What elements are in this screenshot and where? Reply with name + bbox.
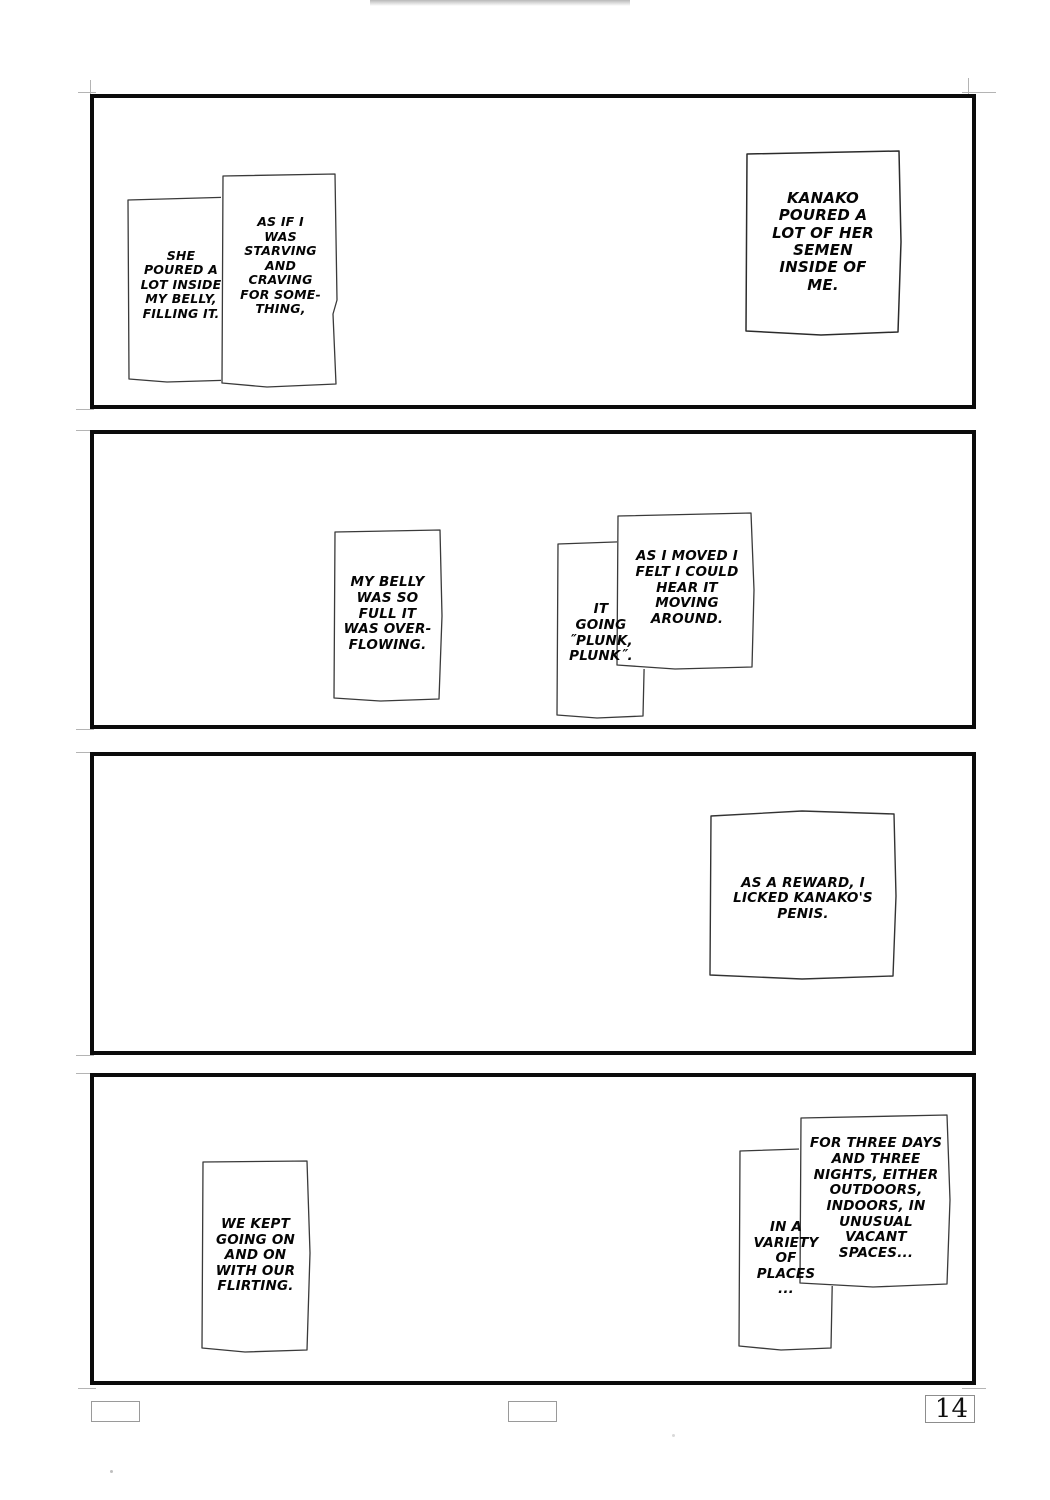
- caption-box-2c: AS I MOVED I FELT I COULD HEAR IT MOVING…: [617, 514, 753, 669]
- registration-box-left: [91, 1401, 140, 1422]
- caption-text-4c: FOR THREE DAYS AND THREE NIGHTS, EITHER …: [809, 1135, 943, 1261]
- caption-text-2a: MY BELLY WAS SO FULL IT WAS OVER- FLOWIN…: [343, 574, 432, 653]
- caption-text-2b: IT GOING ˝PLUNK, PLUNK˝.: [569, 601, 633, 665]
- caption-text-2c: AS I MOVED I FELT I COULD HEAR IT MOVING…: [635, 548, 739, 627]
- crop-tick: [76, 409, 94, 410]
- caption-text-1a: SHE POURED A LOT INSIDE MY BELLY, FILLIN…: [140, 247, 222, 321]
- caption-text-4a: WE KEPT GOING ON AND ON WITH OUR FLIRTIN…: [215, 1215, 296, 1295]
- registration-box-center: [508, 1401, 557, 1422]
- scan-speck: [110, 1470, 113, 1473]
- panel-3: AS A REWARD, I LICKED KANAKO'S PENIS.: [90, 752, 976, 1055]
- crop-tick: [78, 92, 96, 93]
- crop-tick: [962, 1388, 986, 1389]
- caption-text-1b: AS IF I WAS STARVING AND CRAVING FOR SOM…: [240, 214, 321, 317]
- caption-box-2a: MY BELLY WAS SO FULL IT WAS OVER- FLOWIN…: [334, 530, 441, 699]
- caption-box-1b: AS IF I WAS STARVING AND CRAVING FOR SOM…: [221, 174, 336, 386]
- scan-speck: [672, 1434, 675, 1437]
- page-number: 14: [934, 1394, 968, 1424]
- page-number-box: 14: [925, 1395, 975, 1423]
- panel-4: WE KEPT GOING ON AND ON WITH OUR FLIRTIN…: [90, 1073, 976, 1385]
- caption-box-3a: AS A REWARD, I LICKED KANAKO'S PENIS.: [710, 812, 896, 978]
- caption-text-3a: AS A REWARD, I LICKED KANAKO'S PENIS.: [733, 874, 873, 922]
- crop-tick: [962, 92, 996, 93]
- crop-tick: [76, 729, 94, 730]
- scan-shadow: [370, 0, 630, 6]
- panel-1: SHE POURED A LOT INSIDE MY BELLY, FILLIN…: [90, 94, 976, 409]
- crop-tick: [78, 1388, 96, 1389]
- panel-2: MY BELLY WAS SO FULL IT WAS OVER- FLOWIN…: [90, 430, 976, 729]
- caption-box-4c: FOR THREE DAYS AND THREE NIGHTS, EITHER …: [799, 1116, 951, 1286]
- caption-box-4a: WE KEPT GOING ON AND ON WITH OUR FLIRTIN…: [201, 1161, 310, 1351]
- caption-box-1c: KANAKO POURED A LOT OF HER SEMEN INSIDE …: [745, 151, 901, 333]
- crop-tick: [76, 1055, 94, 1056]
- caption-text-1c: KANAKO POURED A LOT OF HER SEMEN INSIDE …: [772, 188, 874, 294]
